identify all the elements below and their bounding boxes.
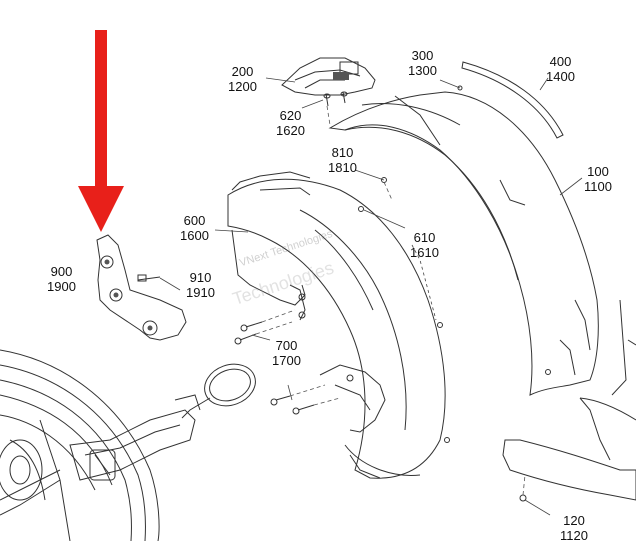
dark-parts bbox=[104, 72, 349, 331]
handlebar-mount bbox=[0, 394, 201, 516]
red-arrow-icon bbox=[78, 30, 124, 232]
screws-620 bbox=[323, 91, 348, 107]
fender-600 bbox=[227, 171, 446, 479]
clip-200 bbox=[281, 57, 376, 96]
trim-strip-400 bbox=[461, 61, 564, 139]
leader-lines bbox=[159, 77, 583, 516]
wheel-assembly bbox=[0, 349, 160, 541]
mudflap-120 bbox=[502, 397, 636, 501]
bracket-900 bbox=[96, 234, 187, 341]
mirror bbox=[181, 363, 256, 419]
assembly-guides bbox=[255, 105, 526, 496]
fender-100 bbox=[328, 91, 636, 396]
screws-700 bbox=[234, 321, 315, 415]
